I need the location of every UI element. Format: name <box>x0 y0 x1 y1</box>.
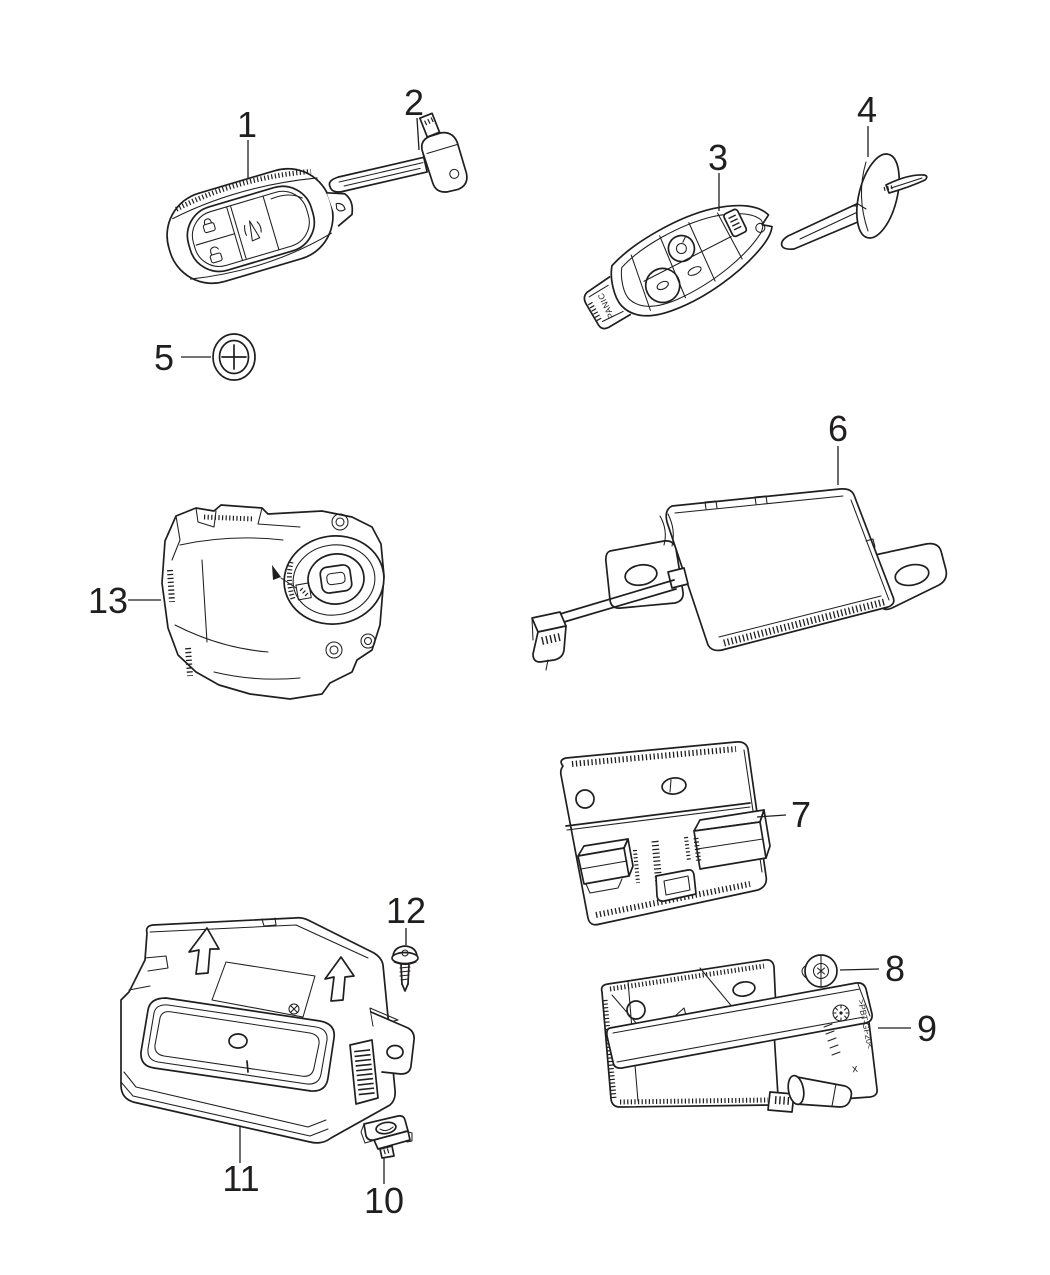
callout-6-number: 6 <box>828 408 848 449</box>
fob-body <box>610 204 773 317</box>
part-push-pin-retainer <box>801 954 838 988</box>
part-receiver-module <box>531 488 948 671</box>
bracket-hole-round <box>575 789 595 809</box>
callout-9: 9 <box>878 1008 937 1049</box>
module-screw-boss <box>288 1003 300 1015</box>
ignition-rib-strip <box>185 647 193 677</box>
callout-11-number: 11 <box>222 1158 259 1199</box>
ignition-rib-strip <box>167 569 175 603</box>
callout-13: 13 <box>88 580 161 621</box>
key-head-hole <box>449 168 460 179</box>
bracket-ear-hole <box>894 563 930 587</box>
install-arrow-icon <box>188 927 220 975</box>
callout-1-number: 1 <box>237 104 257 145</box>
unlock-icon <box>209 246 223 264</box>
callout-13-number: 13 <box>88 580 128 621</box>
module-gasket-tray <box>140 997 336 1092</box>
antenna-bar <box>605 982 873 1069</box>
antenna-position-mark: x <box>851 1063 859 1076</box>
part-emergency-key-blade <box>328 112 468 193</box>
part-key-fob-3-button <box>166 167 354 285</box>
key-head-oval <box>855 153 901 239</box>
bracket-slot <box>684 836 691 862</box>
callout-12-number: 12 <box>386 890 426 931</box>
clip-hole <box>375 1121 397 1135</box>
callout-3-number: 3 <box>708 137 728 178</box>
callout-1: 1 <box>237 104 257 178</box>
callout-6: 6 <box>828 408 848 485</box>
part-mechanical-key <box>780 153 928 251</box>
callout-10-number: 10 <box>364 1180 404 1221</box>
callout-8-number: 8 <box>885 948 905 989</box>
receiver-pin-edge <box>723 598 885 647</box>
callout-9-number: 9 <box>917 1008 937 1049</box>
callout-2-number: 2 <box>404 82 424 123</box>
part-antenna-module: >PBT-GF20< x <box>600 959 878 1113</box>
callout-2: 2 <box>404 82 424 151</box>
part-mounting-bracket <box>559 741 771 926</box>
module-connector <box>349 1039 379 1105</box>
fob-button-frame <box>186 185 316 273</box>
antenna-connector <box>767 1074 853 1113</box>
fob-panic-end-cap <box>583 276 632 330</box>
keyway-bezel <box>319 564 353 594</box>
fob-top-hatch-band <box>175 168 312 212</box>
fob-round-button <box>667 234 696 263</box>
callout-7: 7 <box>756 794 811 835</box>
date-wheel-stamp-icon <box>832 1004 850 1022</box>
install-arrow-icon <box>324 956 355 1002</box>
part-mounting-screw <box>391 945 419 992</box>
module-flange <box>369 1007 415 1075</box>
callout-4-number: 4 <box>857 89 877 130</box>
lock-icon <box>202 218 216 234</box>
part-fobik-key-fob: PANIC <box>583 204 773 330</box>
part-u-nut-clip <box>360 1114 413 1159</box>
bracket-left-clip <box>577 838 634 894</box>
part-ignition-switch-module <box>161 504 385 700</box>
callout-12: 12 <box>386 890 426 945</box>
receiver-body <box>665 488 895 652</box>
callout-7-number: 7 <box>791 794 811 835</box>
callout-3: 3 <box>708 137 728 211</box>
callout-5: 5 <box>154 337 211 378</box>
bracket-hole-slot <box>661 777 687 795</box>
antenna-bracket-slot <box>732 980 756 998</box>
module-body <box>120 916 396 1144</box>
callout-11: 11 <box>222 1127 260 1199</box>
bracket-right-clip <box>693 809 771 870</box>
callout-5-number: 5 <box>154 337 174 378</box>
callout-10: 10 <box>364 1158 404 1221</box>
receiver-antenna-cable <box>531 567 689 671</box>
stamp-marks <box>823 1023 841 1056</box>
module-label-area <box>211 961 316 1018</box>
fob-keyring-tab <box>325 191 354 227</box>
callout-4: 4 <box>857 89 877 157</box>
panic-icon <box>244 220 262 242</box>
fob-large-button <box>644 267 681 304</box>
callout-8: 8 <box>839 948 905 989</box>
antenna-bracket-hole <box>626 1000 646 1020</box>
keyway-slot <box>326 571 346 586</box>
ignition-screw-boss <box>325 513 376 659</box>
bracket-middle-clip <box>651 840 697 902</box>
ignition-detail-arrow <box>272 565 312 601</box>
part-keyless-entry-module <box>120 916 415 1144</box>
fob-keyring-hole <box>755 222 766 233</box>
key-head <box>420 131 468 193</box>
fob-ribbed-grip <box>723 208 748 238</box>
bracket-ear-hole <box>624 563 658 587</box>
part-grommet-seal <box>212 333 256 381</box>
